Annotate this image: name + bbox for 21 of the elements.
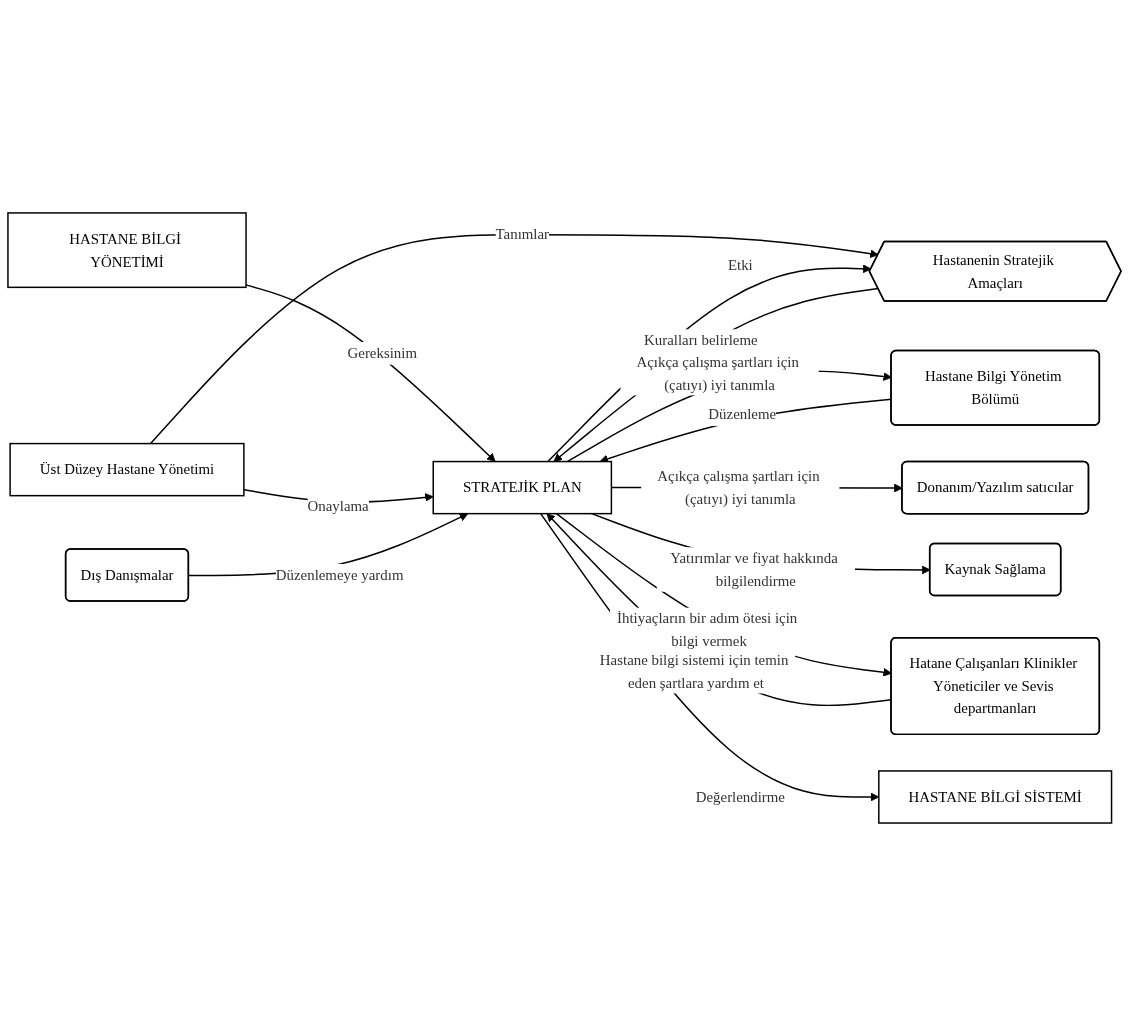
arrow: [555, 512, 892, 677]
edge-label: Düzenlemeye yardım: [275, 566, 404, 583]
node-box: HASTANE BİLGİ SİSTEMİ: [878, 769, 1113, 824]
edge-label: Hastane bilgi sistemi için temin eden şartlara yardım et: [599, 651, 789, 690]
edge-label: Açıkça çalışma şartları için (çatıyı) iyi tanımla: [636, 353, 799, 392]
edge-label: İhtiyaçların bir adım ötesi için bilgi vermek: [617, 610, 798, 649]
edge-label: Düzenleme: [708, 405, 777, 422]
node-box: Üst Düzey Hastane Yönetimi: [9, 442, 245, 496]
edge-label: Değerlendirme: [695, 788, 785, 805]
edge-label: Onaylama: [307, 497, 369, 514]
edge-label: Yatırımlar ve fiyat hakkında bilgilendirme: [670, 549, 838, 588]
arrow: [149, 233, 879, 444]
arrow: [245, 283, 496, 462]
node-box: HASTANE BİLGİ YÖNETİMİ: [7, 211, 247, 288]
edge-label: Kuralları belirleme: [644, 331, 758, 348]
arrow: [566, 369, 892, 462]
edge-label: Etki: [727, 256, 753, 273]
edge-label: Açıkça çalışma şartları için (çatıyı) iyi tanımla: [657, 467, 820, 506]
node-box: STRATEJİK PLAN: [432, 460, 613, 514]
edge-label: Gereksinim: [347, 344, 417, 361]
edge-label: Tanımlar: [495, 225, 550, 242]
